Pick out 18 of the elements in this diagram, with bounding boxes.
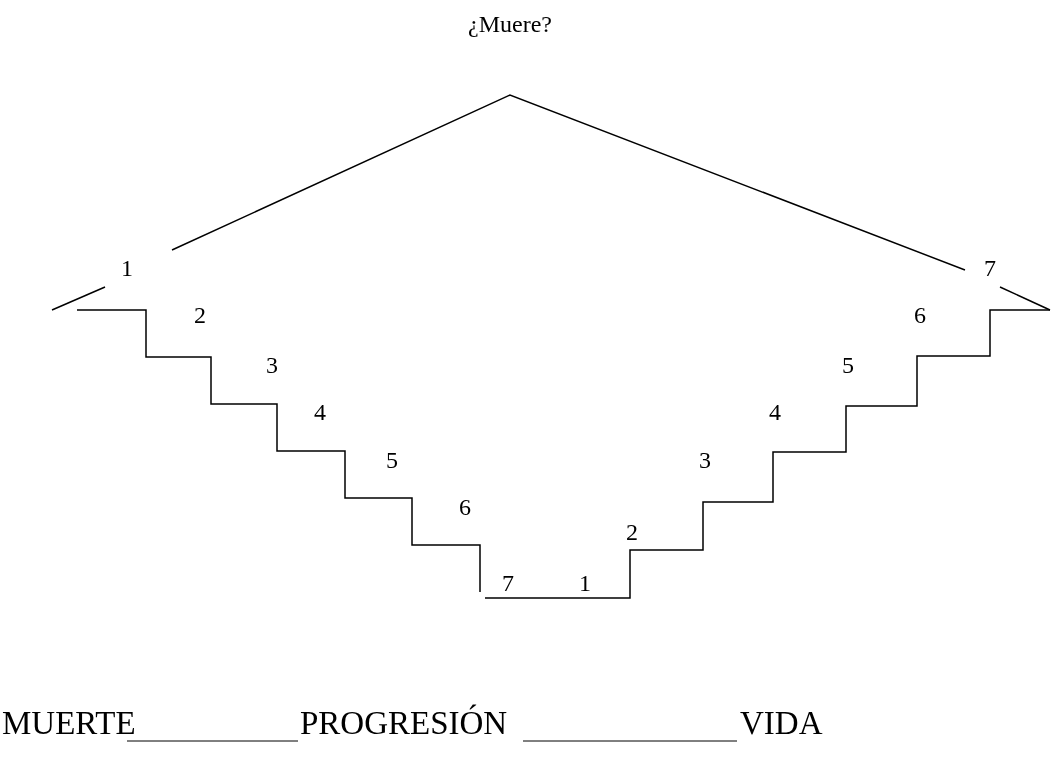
step-number: 4 xyxy=(769,400,781,424)
axis-word: VIDA xyxy=(740,706,823,740)
step-number: 7 xyxy=(984,256,996,280)
title: ¿Muere? xyxy=(468,12,552,36)
step-number: 4 xyxy=(314,400,326,424)
step-number: 3 xyxy=(699,448,711,472)
step-number: 2 xyxy=(626,520,638,544)
step-number: 1 xyxy=(579,571,591,595)
step-number: 7 xyxy=(502,571,514,595)
axis-word: MUERTE xyxy=(2,706,136,740)
step-number: 5 xyxy=(842,353,854,377)
step-number: 1 xyxy=(121,256,133,280)
step-number: 6 xyxy=(914,303,926,327)
axis-word: PROGRESIÓN xyxy=(300,706,508,740)
step-number: 2 xyxy=(194,303,206,327)
step-number: 6 xyxy=(459,495,471,519)
step-number: 5 xyxy=(386,448,398,472)
step-number: 3 xyxy=(266,353,278,377)
